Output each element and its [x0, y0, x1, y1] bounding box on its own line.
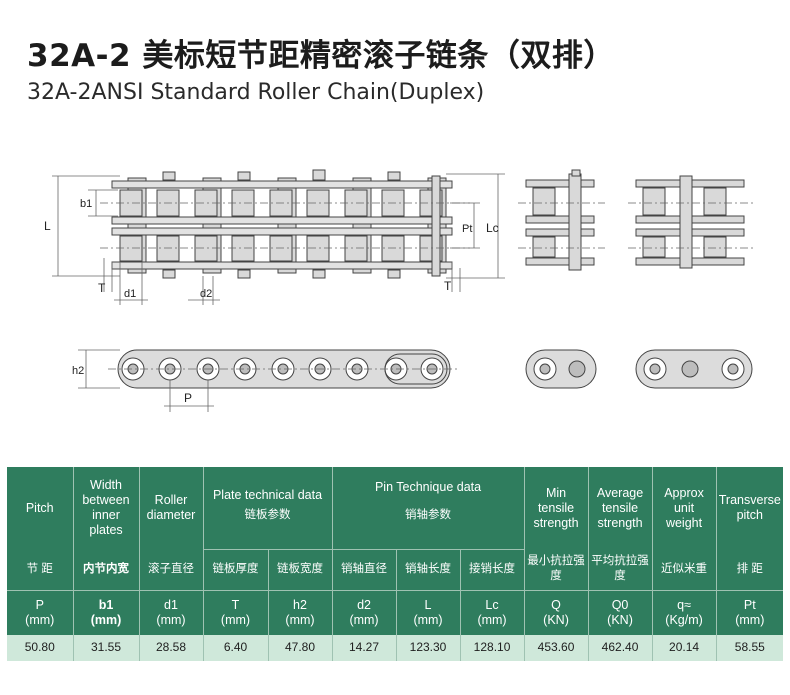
table-row: 50.80 31.55 28.58 6.40 47.80 14.27 123.3…	[7, 634, 784, 661]
col-sym-d1: d1(mm)	[139, 589, 204, 635]
col-zh-pitch: 节 距	[7, 549, 74, 590]
col-zh-avg-tensile: 平均抗拉强度	[588, 549, 653, 590]
dim-label-T-left: T	[98, 281, 106, 295]
value-pin-diameter: 14.27	[332, 634, 397, 661]
dim-label-L: L	[44, 219, 51, 233]
offset-link-side-view	[635, 175, 745, 269]
col-header-unit-weight: Approx unit weight	[652, 467, 717, 549]
col-zh-plate-width: 链板宽度	[268, 548, 333, 590]
chain-technical-drawing: L b1 T d1 d2 Pt Lc T	[44, 169, 755, 412]
col-sym-T: T(mm)	[203, 589, 269, 635]
rollers-lower-row	[119, 235, 443, 262]
value-min-tensile: 453.60	[524, 634, 589, 661]
col-header-roller-diameter: Roller diameter	[139, 467, 204, 549]
col-header-transverse-pitch: Transverse pitch	[716, 467, 784, 549]
col-sym-q: q≈(Kg/m)	[652, 589, 717, 635]
dim-label-T-right: T	[444, 279, 452, 293]
connecting-link-front-view	[525, 349, 597, 389]
spec-table: Pitch Width between inner plates Roller …	[7, 467, 784, 661]
value-unit-weight: 20.14	[652, 634, 717, 661]
dimension-labels-top: L b1 T d1 d2 Pt Lc T	[44, 198, 499, 300]
col-header-inner-width: Width between inner plates	[73, 467, 140, 549]
dimension-labels-front: h2 P	[72, 365, 192, 405]
col-zh-min-tensile: 最小抗拉强度	[524, 549, 589, 590]
col-sym-P: P(mm)	[7, 589, 74, 635]
page-title-chinese: 32A-2 美标短节距精密滚子链条（双排）	[27, 38, 615, 74]
chain-top-view	[111, 169, 453, 279]
value-roller-diameter: 28.58	[139, 634, 204, 661]
col-sym-Q: Q(KN)	[524, 589, 589, 635]
col-sym-d2: d2(mm)	[332, 589, 397, 635]
value-pitch: 50.80	[7, 634, 74, 661]
header-row-symbols: P(mm) b1(mm) d1(mm) T(mm) h2(mm) d2(mm) …	[7, 589, 784, 635]
dim-label-d1: d1	[124, 288, 136, 300]
col-zh-inner-width: 内节内宽	[73, 549, 140, 590]
col-header-min-tensile: Min tensile strength	[524, 467, 589, 549]
col-sym-Pt: Pt(mm)	[716, 589, 784, 635]
col-zh-plate-thickness: 链板厚度	[203, 548, 269, 590]
pin-ends	[127, 363, 438, 375]
col-sym-Lc: Lc(mm)	[460, 589, 525, 635]
col-header-avg-tensile: Average tensile strength	[588, 467, 653, 549]
col-zh-unit-weight: 近似米重	[652, 549, 717, 590]
col-zh-pin-length: 销轴长度	[396, 548, 461, 590]
group-header-pin: Pin Technique data 销轴参数	[332, 467, 525, 549]
value-plate-width: 47.80	[268, 634, 333, 661]
pin-heads	[162, 169, 441, 279]
dim-label-d2: d2	[200, 288, 212, 300]
value-transverse-pitch: 58.55	[716, 634, 784, 661]
dim-label-b1: b1	[80, 198, 92, 210]
value-plate-thickness: 6.40	[203, 634, 269, 661]
col-sym-L: L(mm)	[396, 589, 461, 635]
value-connecting-pin-length: 128.10	[460, 634, 525, 661]
col-header-pitch: Pitch	[7, 467, 74, 549]
col-sym-Q0: Q0(KN)	[588, 589, 653, 635]
dim-label-P: P	[184, 391, 192, 405]
col-sym-b1: b1(mm)	[73, 589, 140, 635]
col-zh-transverse-pitch: 排 距	[716, 549, 784, 590]
offset-link-front-view	[635, 349, 753, 389]
col-sym-h2: h2(mm)	[268, 589, 333, 635]
page-title-english: 32A-2ANSI Standard Roller Chain(Duplex)	[27, 80, 485, 105]
header-row-english: Pitch Width between inner plates Roller …	[7, 467, 784, 549]
dim-label-Lc: Lc	[486, 221, 499, 235]
col-zh-roller-diameter: 滚子直径	[139, 549, 204, 590]
group-header-plate: Plate technical data 链板参数	[203, 467, 333, 549]
value-pin-length: 123.30	[396, 634, 461, 661]
dim-label-h2: h2	[72, 365, 84, 377]
value-inner-width: 31.55	[73, 634, 140, 661]
col-zh-connecting-pin-length: 接销长度	[460, 548, 525, 590]
connecting-link-side-view	[525, 169, 595, 271]
col-zh-pin-diameter: 销轴直径	[332, 548, 397, 590]
header-row-chinese: 节 距 内节内宽 滚子直径 链板厚度 链板宽度 销轴直径 销轴长度 接销长度 最…	[7, 548, 784, 590]
value-avg-tensile: 462.40	[588, 634, 653, 661]
dim-label-Pt: Pt	[462, 223, 472, 235]
